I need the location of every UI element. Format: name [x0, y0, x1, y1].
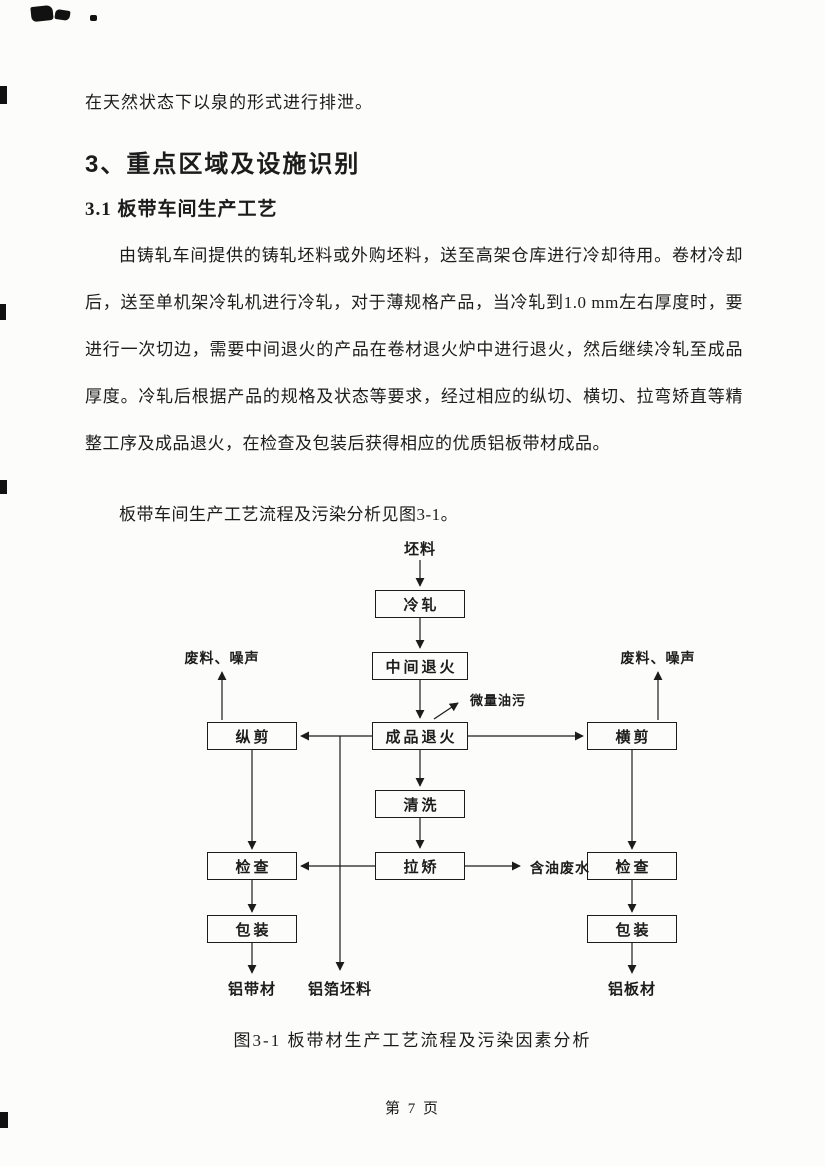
flow-box-finished-annealing: 成品退火 — [372, 722, 468, 750]
flow-box-cleaning: 清洗 — [375, 790, 465, 818]
flow-box-inspection-left: 检查 — [207, 852, 297, 880]
page-number: 第 7 页 — [384, 1101, 440, 1117]
flow-box-packing-left: 包装 — [207, 915, 297, 943]
flow-box-packing-right: 包装 — [587, 915, 677, 943]
figure-reference: 板带车间生产工艺流程及污染分析见图3-1。 — [119, 505, 459, 524]
body-paragraph: 由铸轧车间提供的铸轧坯料或外购坯料，送至高架仓库进行冷却待用。卷材冷却后，送至单… — [85, 246, 743, 453]
process-flowchart: 坯料 冷轧 中间退火 成品退火 纵剪 横剪 清洗 拉矫 检查 检查 包装 包装 … — [0, 536, 825, 1002]
figure-caption: 图3-1 板带材生产工艺流程及污染因素分析 — [233, 1031, 592, 1050]
section-heading: 3、重点区域及设施识别 — [85, 151, 361, 178]
scan-artifact — [54, 9, 71, 21]
flow-label-oily-wastewater: 含油废水 — [530, 862, 590, 877]
intro-sentence: 在天然状态下以泉的形式进行排泄。 — [85, 93, 373, 112]
flow-label-trace-oil: 微量油污 — [469, 693, 526, 708]
scan-artifact — [0, 86, 7, 104]
flow-box-cold-rolling: 冷轧 — [375, 590, 465, 618]
scan-artifact — [30, 4, 54, 23]
flow-box-cross-cutting: 横剪 — [587, 722, 677, 750]
scan-artifact — [0, 1112, 8, 1128]
flow-label-waste-noise-right: 废料、噪声 — [620, 652, 696, 667]
flow-box-inspection-right: 检查 — [587, 852, 677, 880]
flow-box-intermediate-annealing: 中间退火 — [372, 652, 468, 680]
scan-artifact — [0, 480, 7, 494]
scan-artifact — [0, 304, 6, 320]
subsection-heading: 3.1 板带车间生产工艺 — [85, 199, 278, 220]
flow-box-slitting: 纵剪 — [207, 722, 297, 750]
flow-output-plate-product: 铝板材 — [607, 982, 656, 998]
flowchart-lines — [217, 560, 663, 974]
flow-output-strip-product: 铝带材 — [227, 982, 276, 998]
scan-artifact — [90, 15, 97, 21]
flow-input-label: 坯料 — [403, 542, 436, 558]
flow-label-waste-noise-left: 废料、噪声 — [184, 652, 260, 667]
flow-box-stretch-straightening: 拉矫 — [375, 852, 465, 880]
flow-output-foil-billet: 铝箔坯料 — [307, 982, 372, 998]
